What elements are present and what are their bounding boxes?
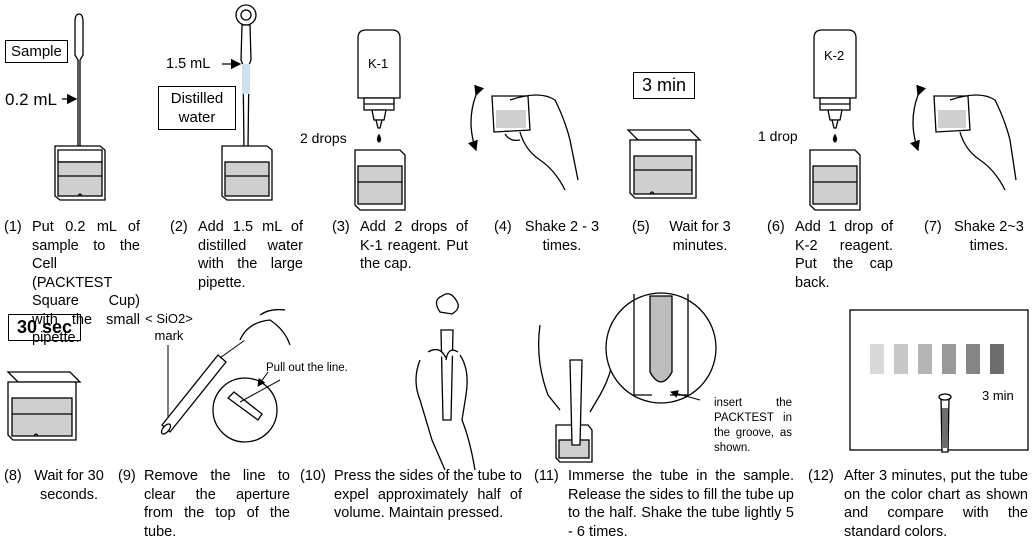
sio2-mark-label: < SiO2> mark — [145, 311, 193, 343]
step-text: Shake 2 - 3 times. — [524, 219, 600, 254]
step5-illustration — [626, 129, 702, 199]
step4-illustration — [468, 84, 579, 191]
step-text: Shake 2~3 times. — [954, 219, 1024, 254]
step-number: (3) — [332, 219, 350, 235]
k1-bottle-label: K-1 — [368, 56, 389, 71]
step-text: Add 2 drops of K-1 reagent. Put the cap. — [360, 219, 468, 272]
step10-illustration — [415, 293, 476, 471]
step-text: Add 1 drop of K-2 reagent. Put the cap b… — [795, 219, 893, 291]
color-swatch — [966, 344, 980, 374]
color-swatch — [918, 344, 932, 374]
step2-illustration — [221, 4, 273, 201]
step-number: (12) — [808, 468, 834, 484]
two-drops-label: 2 drops — [300, 130, 347, 146]
step-number: (1) — [4, 219, 22, 235]
step3-illustration — [354, 29, 406, 211]
step-number: (10) — [300, 468, 326, 484]
pull-out-line-label: Pull out the line. — [266, 362, 348, 374]
step-text: Immerse the tube in the sample. Release … — [568, 468, 794, 540]
step-number: (11) — [534, 468, 559, 484]
step-number: (6) — [767, 219, 785, 235]
step-number: (7) — [924, 219, 942, 235]
step12-illustration — [849, 309, 1029, 453]
k2-bottle-label: K-2 — [824, 48, 845, 63]
color-swatch — [942, 344, 956, 374]
distilled-water-label: Distilled water — [158, 86, 236, 130]
color-swatch — [990, 344, 1004, 374]
sample-label: Sample — [5, 40, 68, 63]
volume-0-2-label: 0.2 mL — [5, 90, 57, 109]
step6-illustration — [809, 29, 861, 211]
thirty-sec-timer: 30 sec — [8, 314, 82, 341]
step-number: (8) — [4, 468, 22, 484]
three-min-timer: 3 min — [633, 72, 696, 99]
chart-3min-label: 3 min — [982, 388, 1014, 403]
insert-groove-note: insert the PACKTEST in the groove, as sh… — [714, 397, 792, 454]
step-text: Press the sides of the tube to expel app… — [334, 468, 522, 521]
step-text: Wait for 3 minutes. — [669, 219, 731, 254]
step-number: (4) — [494, 219, 512, 235]
step8-illustration — [6, 371, 82, 441]
color-swatch — [870, 344, 884, 374]
step-number: (2) — [170, 219, 188, 235]
step1-illustration — [54, 13, 106, 201]
one-drop-label: 1 drop — [758, 128, 798, 144]
volume-1-5-label: 1.5 mL — [166, 56, 211, 72]
step-text: After 3 minutes, put the tube on the col… — [844, 468, 1028, 540]
color-swatch — [894, 344, 908, 374]
step-text: Wait for 30 seconds. — [34, 468, 104, 503]
step9-illustration — [160, 308, 291, 443]
step-text: Put 0.2 mL of sample to the Cell (PACKTE… — [32, 219, 140, 346]
step7-illustration — [910, 84, 1017, 191]
step-number: (5) — [632, 219, 650, 235]
step-text: Add 1.5 mL of distilled water with the l… — [198, 219, 303, 291]
step11-illustration — [538, 292, 717, 463]
step-number: (9) — [118, 468, 136, 484]
step-text: Remove the line to clear the aperture fr… — [144, 468, 290, 540]
color-chart-swatches — [870, 344, 1004, 374]
